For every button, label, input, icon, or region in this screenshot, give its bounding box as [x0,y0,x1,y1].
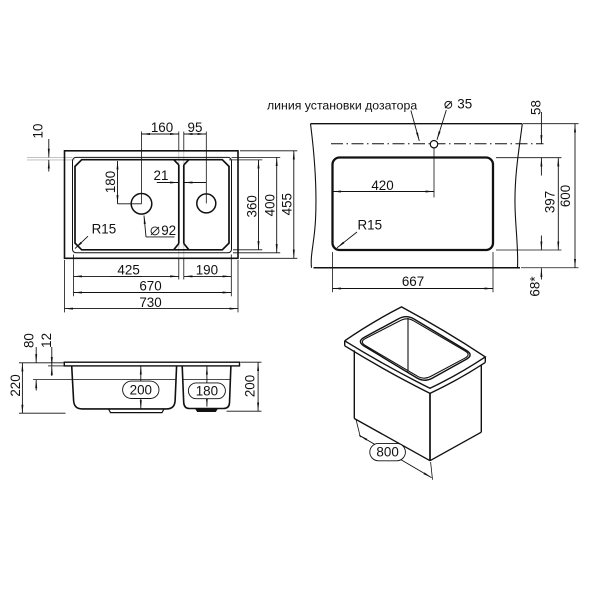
svg-text:160: 160 [151,120,173,135]
svg-text:667: 667 [402,274,424,289]
svg-text:линия установки дозатора: линия установки дозатора [267,99,417,113]
svg-text:425: 425 [117,263,139,278]
svg-text:600: 600 [558,185,573,207]
svg-text:397: 397 [543,191,558,213]
svg-text:92: 92 [161,223,176,238]
svg-text:730: 730 [139,295,161,310]
svg-text:190: 190 [196,263,218,278]
svg-text:180: 180 [196,383,218,398]
svg-text:200: 200 [130,382,152,397]
svg-text:95: 95 [188,120,203,135]
svg-text:10: 10 [30,124,45,139]
svg-text:80: 80 [22,333,37,348]
svg-text:200: 200 [242,375,257,397]
svg-text:455: 455 [280,193,295,215]
svg-text:12: 12 [39,333,54,348]
svg-text:400: 400 [263,194,278,216]
svg-text:68*: 68* [528,276,543,296]
svg-text:R15: R15 [92,221,117,236]
svg-text:220: 220 [8,374,23,396]
svg-text:35: 35 [457,97,472,112]
svg-text:21: 21 [154,168,169,183]
svg-text:58: 58 [529,100,544,115]
svg-text:180: 180 [103,171,118,193]
svg-text:360: 360 [245,195,260,217]
svg-text:420: 420 [371,178,393,193]
svg-text:800: 800 [376,445,398,460]
svg-text:R15: R15 [358,218,383,233]
svg-text:670: 670 [139,279,161,294]
